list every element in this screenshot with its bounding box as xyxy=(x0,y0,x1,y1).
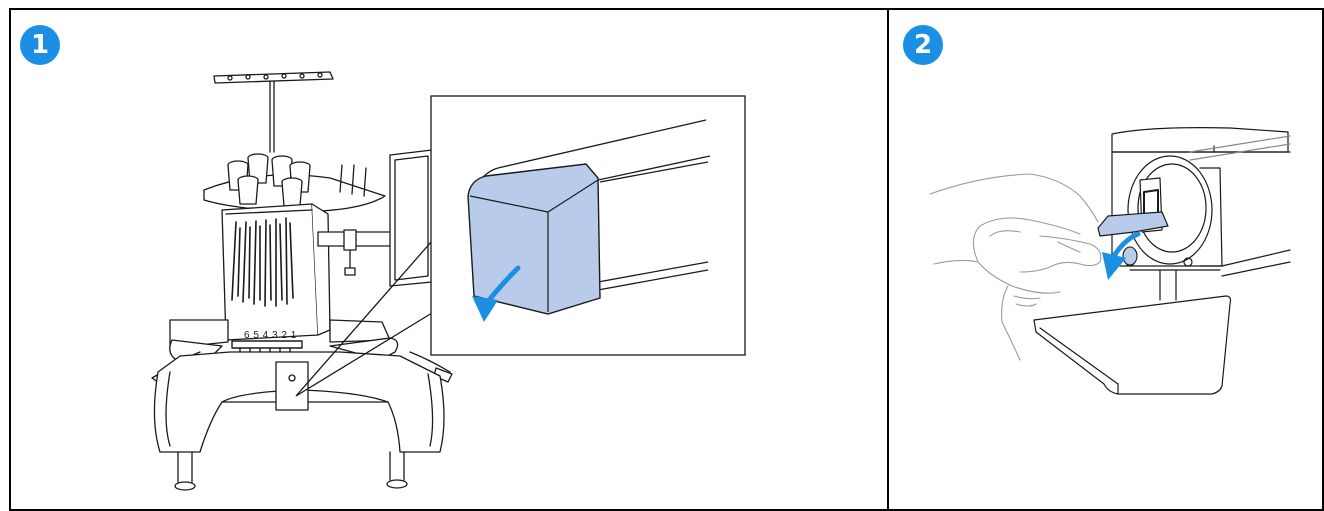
step-2-badge: 2 xyxy=(903,25,943,65)
step-1-number: 1 xyxy=(31,32,49,58)
embroidery-machine-illustration: 6 5 4 3 2 1 xyxy=(152,72,452,490)
step-2-number: 2 xyxy=(914,32,932,58)
zoom-detail-box xyxy=(431,96,745,355)
step-1-badge: 1 xyxy=(20,25,60,65)
needle-plate-cover xyxy=(468,164,600,314)
needle-bar-numbers: 6 5 4 3 2 1 xyxy=(244,330,297,341)
